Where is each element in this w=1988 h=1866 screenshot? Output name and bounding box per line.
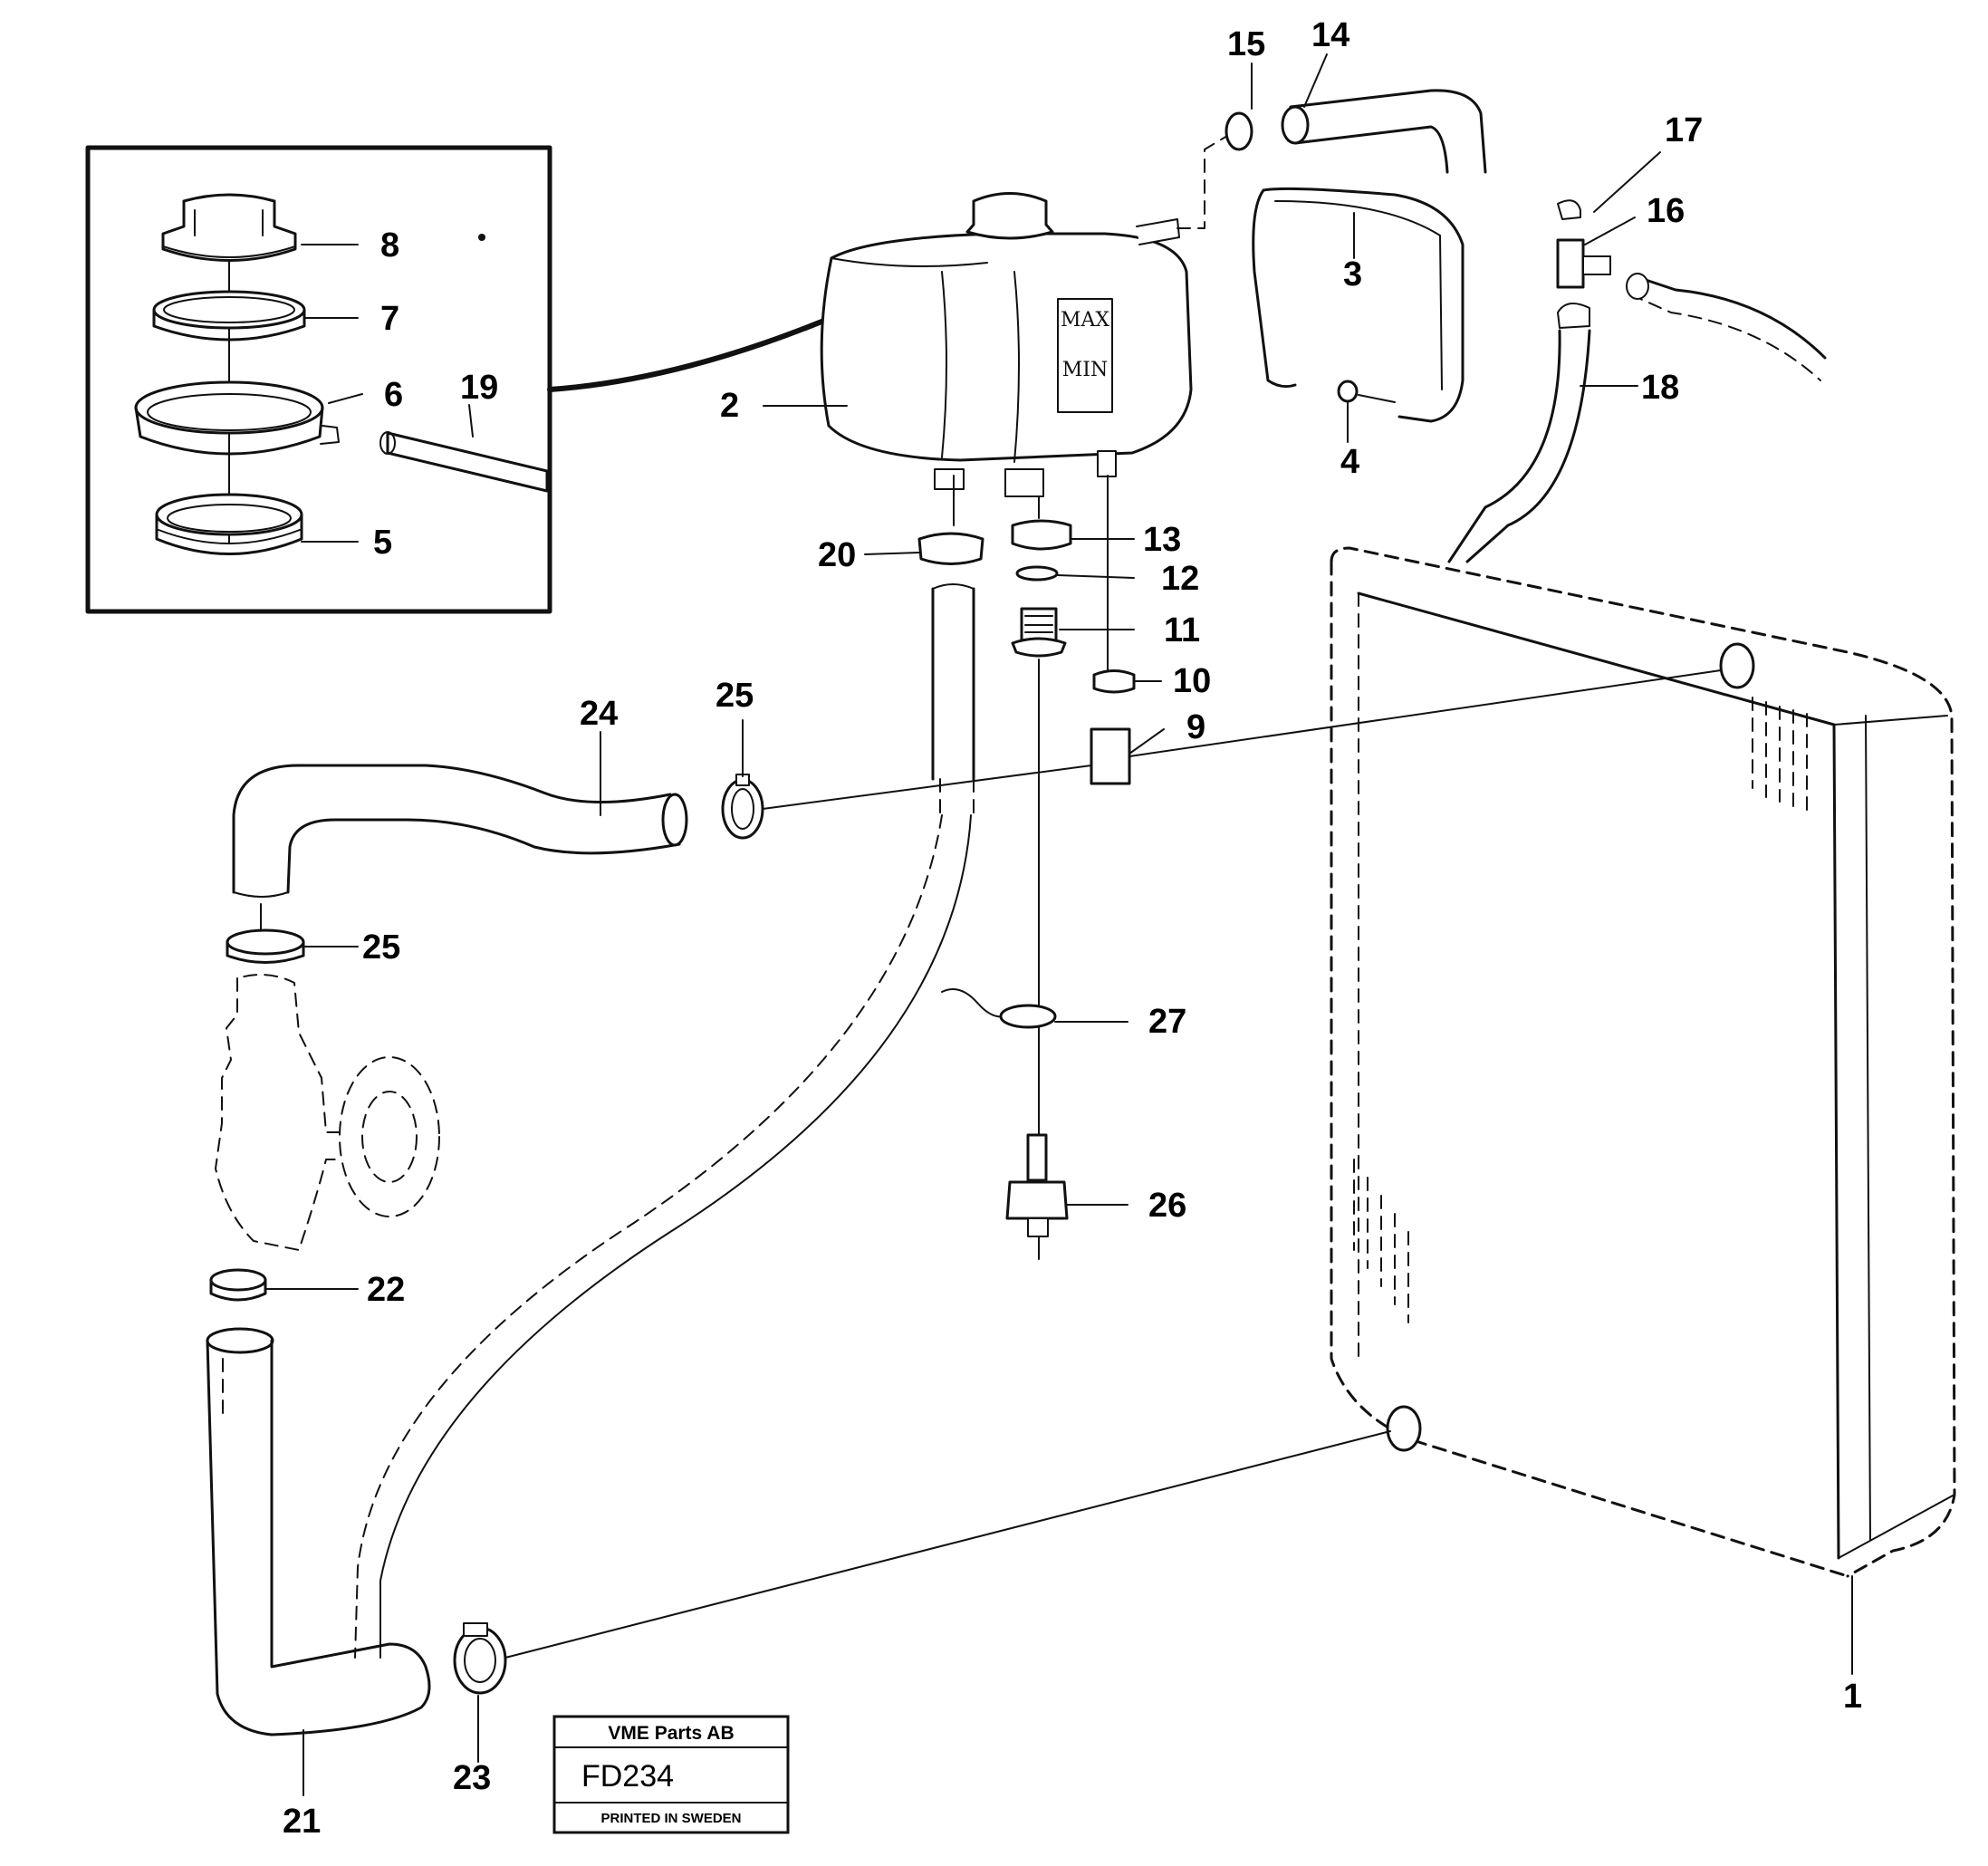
water-pump	[215, 974, 440, 1251]
callout-17: 17	[1665, 111, 1703, 149]
clamp-20	[917, 532, 984, 565]
callout-25-left: 25	[362, 928, 400, 967]
tank-strap	[1252, 187, 1465, 423]
callout-3: 3	[1343, 255, 1362, 293]
ring-seal	[152, 290, 306, 341]
tank-min-mark: MIN	[1062, 359, 1108, 381]
vent-link-dashed	[1176, 135, 1228, 229]
callout-23: 23	[453, 1759, 491, 1797]
callout-27: 27	[1148, 1003, 1186, 1041]
callout-7: 7	[380, 300, 399, 338]
callout-15: 15	[1227, 25, 1265, 63]
stamp-printed: PRINTED IN SWEDEN	[600, 1811, 741, 1826]
callout-22: 22	[367, 1271, 405, 1309]
union-nipple	[1011, 607, 1067, 658]
callout-11: 11	[1164, 611, 1200, 649]
callout-19: 19	[460, 369, 498, 407]
callout-24: 24	[580, 695, 618, 733]
callout-14: 14	[1311, 16, 1349, 54]
hose-clamp-25-right	[721, 774, 764, 840]
callout-18: 18	[1641, 369, 1679, 407]
radiator	[1330, 546, 1956, 1578]
o-ring	[1015, 565, 1059, 582]
t-piece-assembly	[1447, 199, 1827, 563]
callout-6: 6	[384, 376, 403, 414]
filler-cap	[161, 193, 297, 262]
callout-20: 20	[818, 536, 856, 574]
hose-clamp-25-left	[226, 903, 305, 964]
leader-lines	[264, 53, 1853, 1796]
callout-9: 9	[1186, 708, 1205, 746]
callout-4: 4	[1340, 443, 1359, 481]
callout-26: 26	[1148, 1187, 1186, 1225]
callout-10: 10	[1173, 662, 1211, 700]
callout-1: 1	[1843, 1678, 1862, 1716]
strap-bolt	[1337, 380, 1396, 438]
tank-max-mark: MAX	[1061, 309, 1109, 332]
expansion-tank: MAX MIN	[820, 192, 1193, 497]
cap-detail-inset	[85, 145, 552, 614]
lower-radiator-hose	[206, 1327, 431, 1736]
overflow-hose	[379, 431, 549, 493]
title-stamp: VME Parts AB FD234 PRINTED IN SWEDEN	[552, 1715, 790, 1834]
callout-8: 8	[380, 226, 399, 265]
temperature-sender	[1005, 1133, 1069, 1237]
callout-5: 5	[373, 524, 392, 562]
callout-2: 2	[720, 387, 739, 425]
callout-12: 12	[1161, 560, 1199, 598]
sleeve	[155, 493, 303, 555]
hose-sleeve-9	[1090, 727, 1131, 785]
sensor-cable	[941, 988, 1057, 1029]
callout-21: 21	[283, 1803, 321, 1841]
stamp-company: VME Parts AB	[608, 1723, 734, 1744]
callout-25-right: 25	[715, 677, 754, 715]
stamp-code: FD234	[581, 1759, 674, 1794]
callout-16: 16	[1647, 192, 1685, 230]
callout-13: 13	[1143, 521, 1181, 559]
hose-clamp-23	[453, 1622, 507, 1695]
clamp-13	[1011, 519, 1072, 551]
upper-radiator-hose	[232, 764, 688, 898]
clamp-10	[1092, 669, 1136, 694]
filler-neck	[134, 380, 340, 456]
hose-clamp-22	[209, 1268, 267, 1302]
vent-hose	[1224, 89, 1487, 174]
